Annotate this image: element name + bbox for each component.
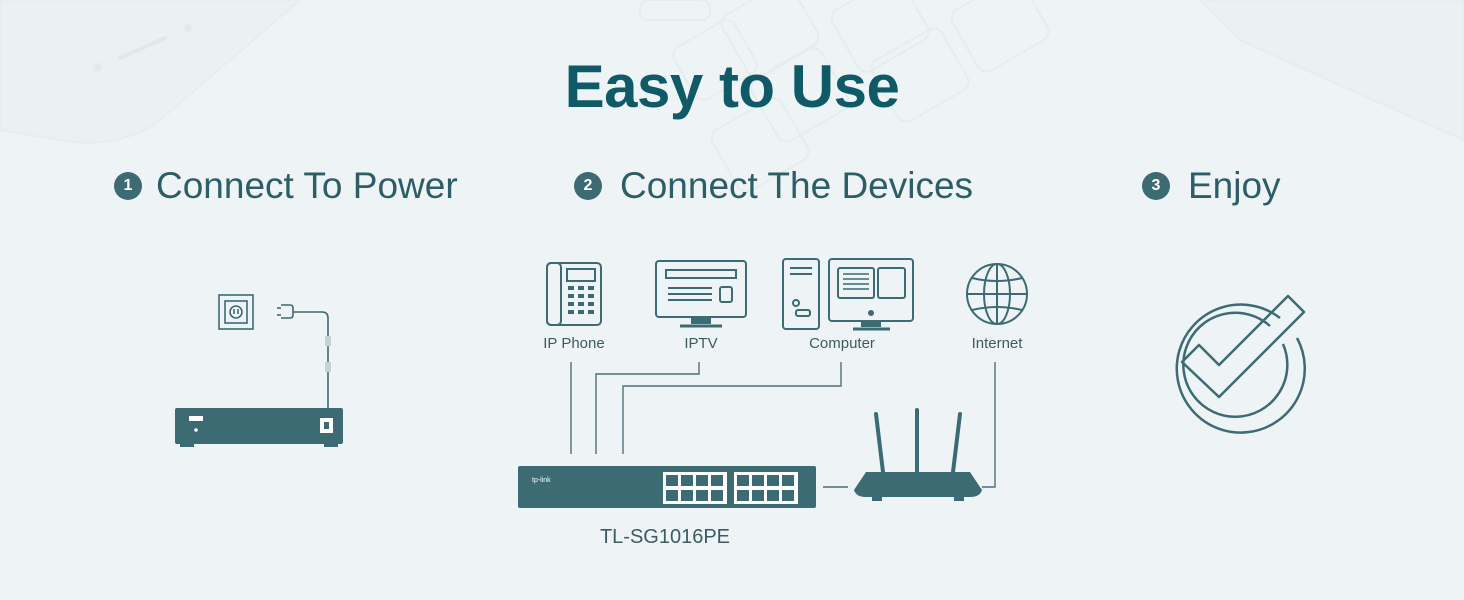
switch-icon: tp-link [518, 466, 816, 508]
switch-model-label: TL-SG1016PE [600, 526, 730, 548]
power-switch-device-icon [175, 408, 343, 447]
switch-brand-label: tp-link [532, 477, 551, 484]
page-title: Easy to Use [564, 53, 900, 120]
phone-icon [546, 262, 602, 326]
router-icon [854, 408, 982, 501]
switch-port-block-2 [734, 472, 798, 504]
iptv-label: IPTV [684, 335, 717, 352]
computer-icon [782, 258, 914, 331]
power-plug-icon [277, 304, 331, 408]
switch-port-block-1 [663, 472, 727, 504]
ip-phone-label: IP Phone [543, 335, 604, 352]
globe-icon [966, 263, 1028, 325]
step-3-badge: 3 [1142, 172, 1170, 200]
internet-label: Internet [972, 335, 1024, 352]
computer-label: Computer [809, 335, 875, 352]
check-circle-icon [1175, 294, 1307, 434]
step-3-title: Enjoy [1188, 165, 1281, 206]
connection-cables [570, 362, 996, 488]
step-1-title: Connect To Power [156, 165, 458, 206]
step-1-badge: 1 [114, 172, 142, 200]
tv-monitor-icon [655, 260, 747, 328]
step-2-badge: 2 [574, 172, 602, 200]
step-2-title: Connect The Devices [620, 165, 974, 206]
wall-outlet-icon [218, 294, 254, 330]
